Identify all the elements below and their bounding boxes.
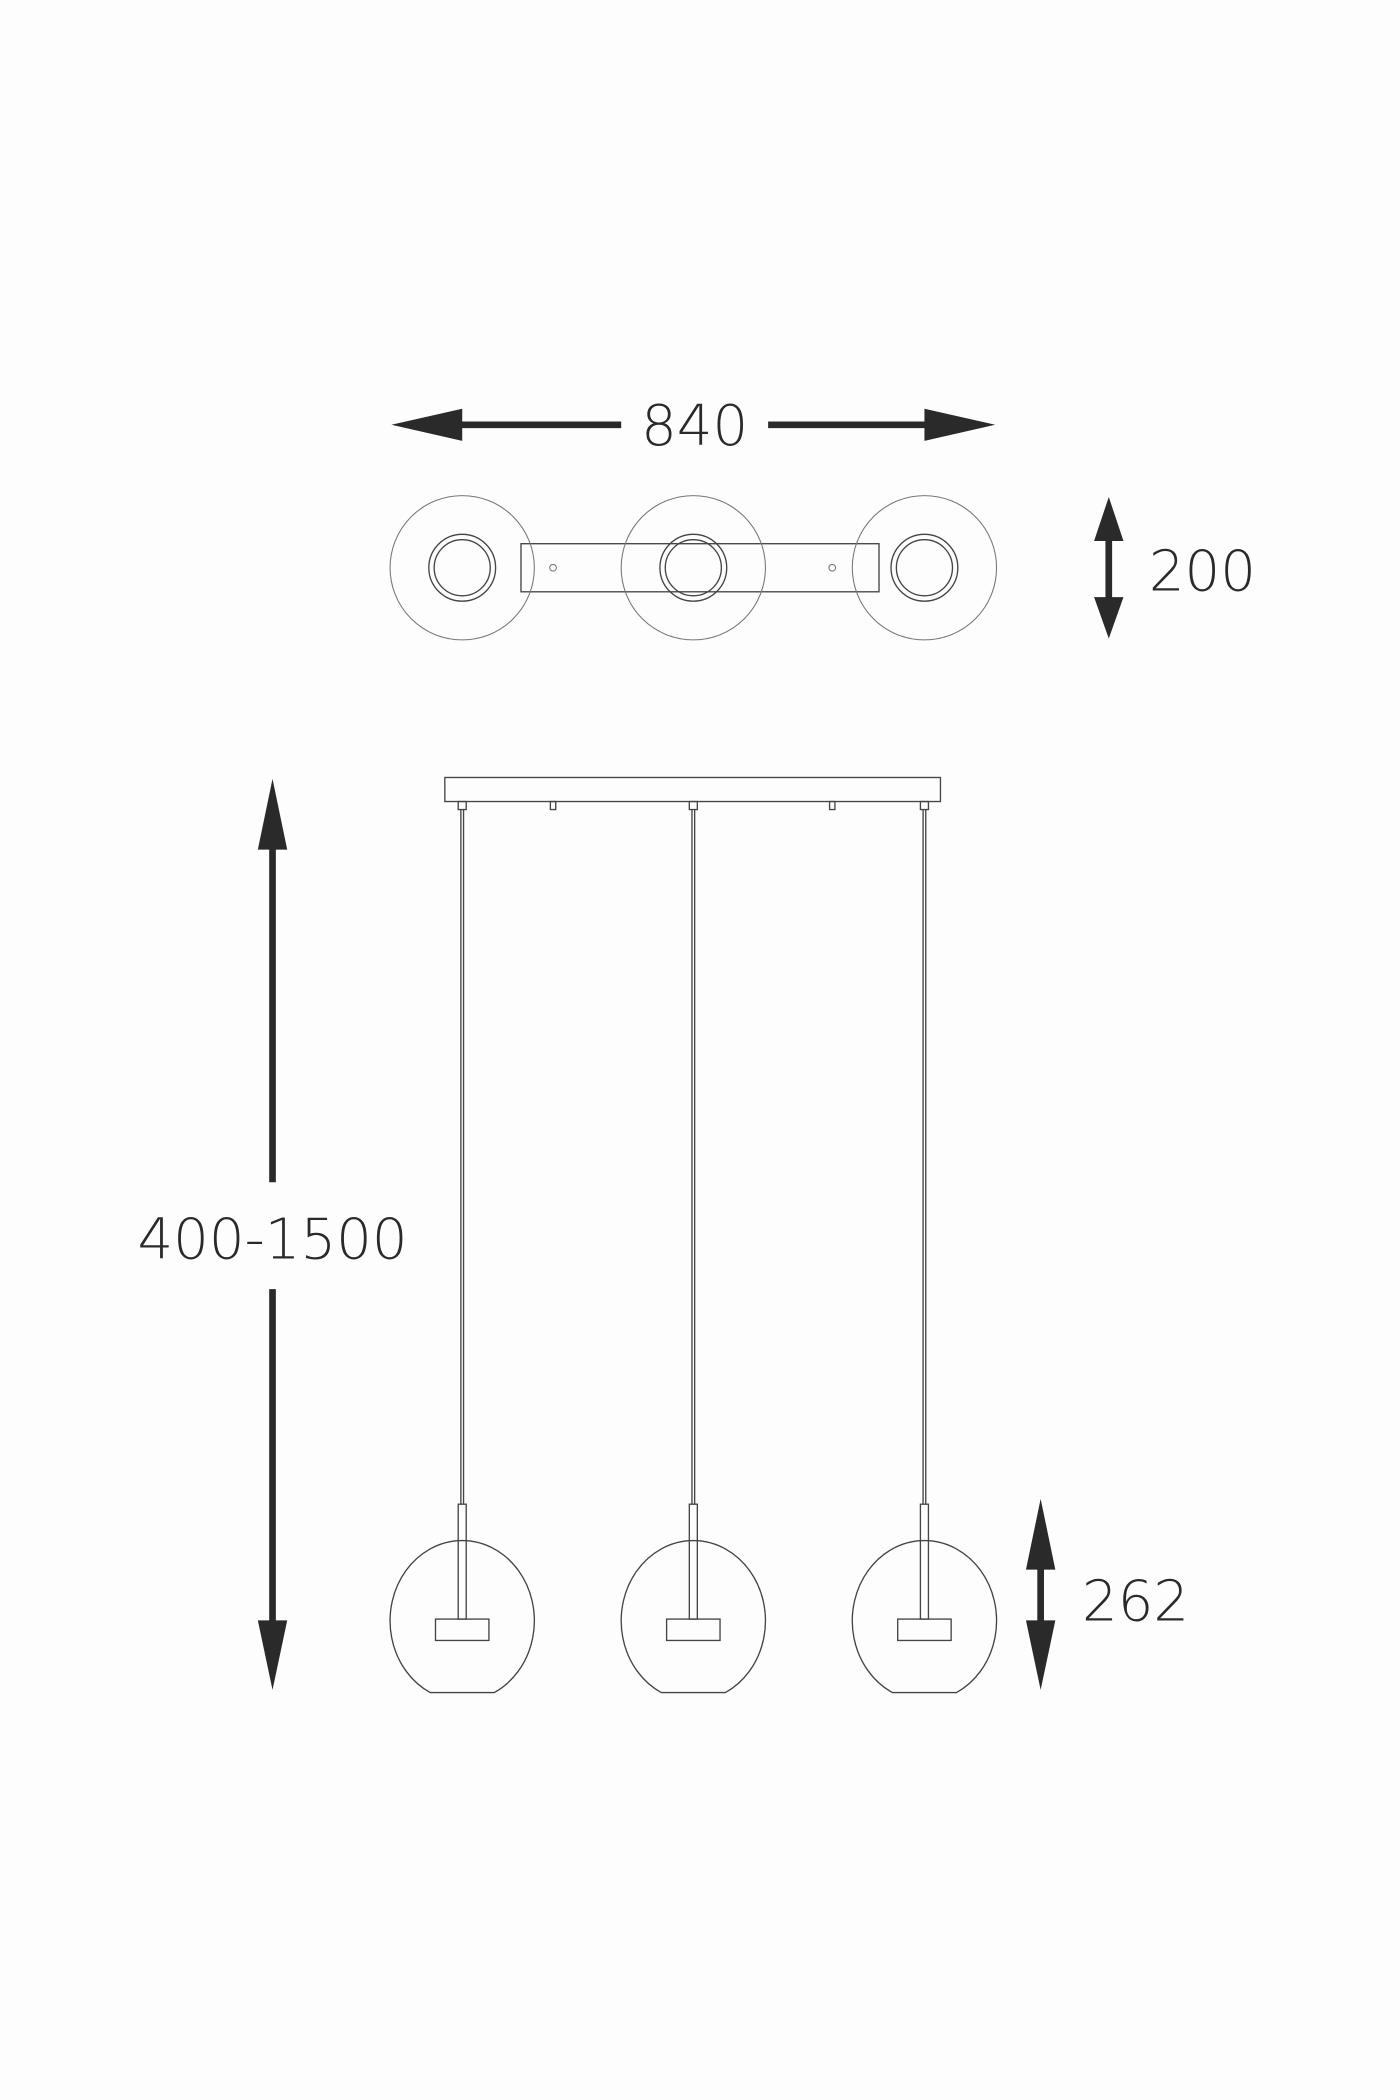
height-range-label: 400-1500 — [137, 1207, 407, 1272]
pendant-shade — [389, 809, 536, 1694]
width-label: 840 — [641, 394, 748, 459]
shade-height-label: 262 — [1082, 1569, 1189, 1634]
pendant-shade — [620, 809, 767, 1694]
arrow-right-icon — [924, 408, 996, 441]
arrow-up-icon — [1094, 496, 1124, 542]
width-dimension: 840 — [391, 394, 996, 459]
canopy-disc — [620, 495, 766, 641]
screw-hole — [549, 563, 557, 572]
top-view — [389, 495, 998, 641]
arrow-left-icon — [391, 408, 463, 441]
arrow-down-icon — [1094, 597, 1124, 639]
mounting-bar — [520, 543, 880, 593]
arrow-down-icon — [1025, 1620, 1056, 1690]
canopy-disc — [851, 495, 998, 641]
arrow-up-icon — [1025, 1498, 1056, 1570]
arrow-up-icon — [257, 778, 288, 850]
shade-height-dimension: 262 — [1025, 1498, 1189, 1690]
screw-hole — [828, 563, 837, 572]
depth-label: 200 — [1149, 539, 1256, 604]
height-dimension: 400-1500 — [137, 778, 408, 1690]
side-view — [389, 776, 998, 1694]
canopy-disc — [389, 495, 535, 641]
pendant-shade — [851, 809, 998, 1694]
depth-dimension: 200 — [1094, 496, 1256, 639]
arrow-down-icon — [257, 1620, 288, 1690]
ceiling-canopy — [444, 776, 942, 803]
